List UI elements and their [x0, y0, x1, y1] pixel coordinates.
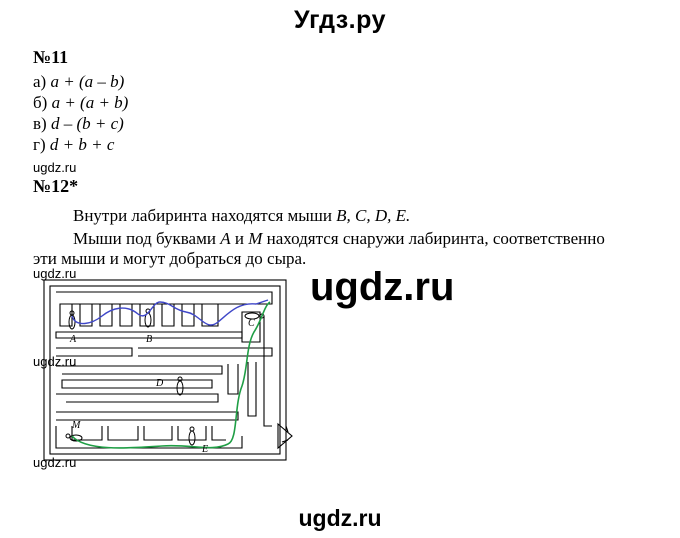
watermark-small-1: ugdz.ru: [33, 160, 77, 175]
task-12-line-1: Внутри лабиринта находятся мыши B, C, D,…: [73, 205, 410, 227]
task-12-line-2-suffix: находятся снаружи лабиринта, соответстве…: [262, 229, 605, 248]
answer-a: а) a + (a – b): [33, 71, 124, 92]
maze-label-b: B: [146, 334, 152, 345]
task-12-line-2-m: M: [248, 229, 263, 248]
answer-g: г) d + b + c: [33, 134, 114, 155]
task-11-number: №11: [33, 47, 69, 67]
site-footer: ugdz.ru: [298, 505, 382, 531]
answer-v-expression: d – (b + c): [50, 114, 124, 133]
mouse-m-icon: [65, 433, 83, 442]
answer-v-letter: в): [33, 114, 47, 133]
maze-walls: [43, 279, 287, 461]
task-12-line-2: Мыши под буквами A и M находятся снаружи…: [73, 228, 605, 250]
maze-label-c: C: [248, 318, 255, 329]
answer-b: б) a + (a + b): [33, 92, 128, 113]
maze-label-e: E: [201, 444, 208, 455]
answer-g-letter: г): [33, 135, 46, 154]
answer-a-letter: а): [33, 72, 47, 91]
task-12-line-2-and: и: [230, 229, 249, 248]
mouse-a-icon: [68, 310, 76, 330]
watermark-small-4: ugdz.ru: [33, 455, 77, 470]
answer-a-expression: a + (a – b): [50, 72, 125, 91]
maze-label-d: D: [155, 378, 164, 389]
cheese-icon: [277, 422, 293, 450]
mouse-b-icon: [144, 308, 152, 328]
site-title: Угдз.ру: [294, 6, 386, 34]
green-path: [71, 301, 271, 449]
mouse-e-icon: [188, 426, 196, 446]
watermark-small-2: ugdz.ru: [33, 266, 77, 281]
maze-label-m: M: [71, 420, 81, 431]
mouse-d-icon: [176, 376, 184, 396]
task-12-line-2-a: A: [220, 229, 231, 248]
task-12-number: №12*: [33, 176, 79, 196]
task-12-line-3: эти мыши и могут добраться до сыра.: [33, 249, 307, 268]
answer-v: в) d – (b + c): [33, 113, 124, 134]
maze-illustration: A B C D E M: [43, 279, 293, 461]
task-12-line-2-prefix: Мыши под буквами: [73, 229, 221, 248]
task-12-line-1-prefix: Внутри лабиринта находятся мыши: [73, 206, 337, 225]
answer-b-letter: б): [33, 93, 48, 112]
task-12-line-1-mice: B, C, D, E.: [336, 206, 411, 225]
blue-path: [71, 299, 269, 326]
maze-label-a: A: [69, 334, 77, 345]
watermark-small-3: ugdz.ru: [33, 354, 77, 369]
answer-b-expression: a + (a + b): [51, 93, 129, 112]
answer-g-expression: d + b + c: [49, 135, 115, 154]
watermark-big: ugdz.ru: [310, 265, 455, 309]
